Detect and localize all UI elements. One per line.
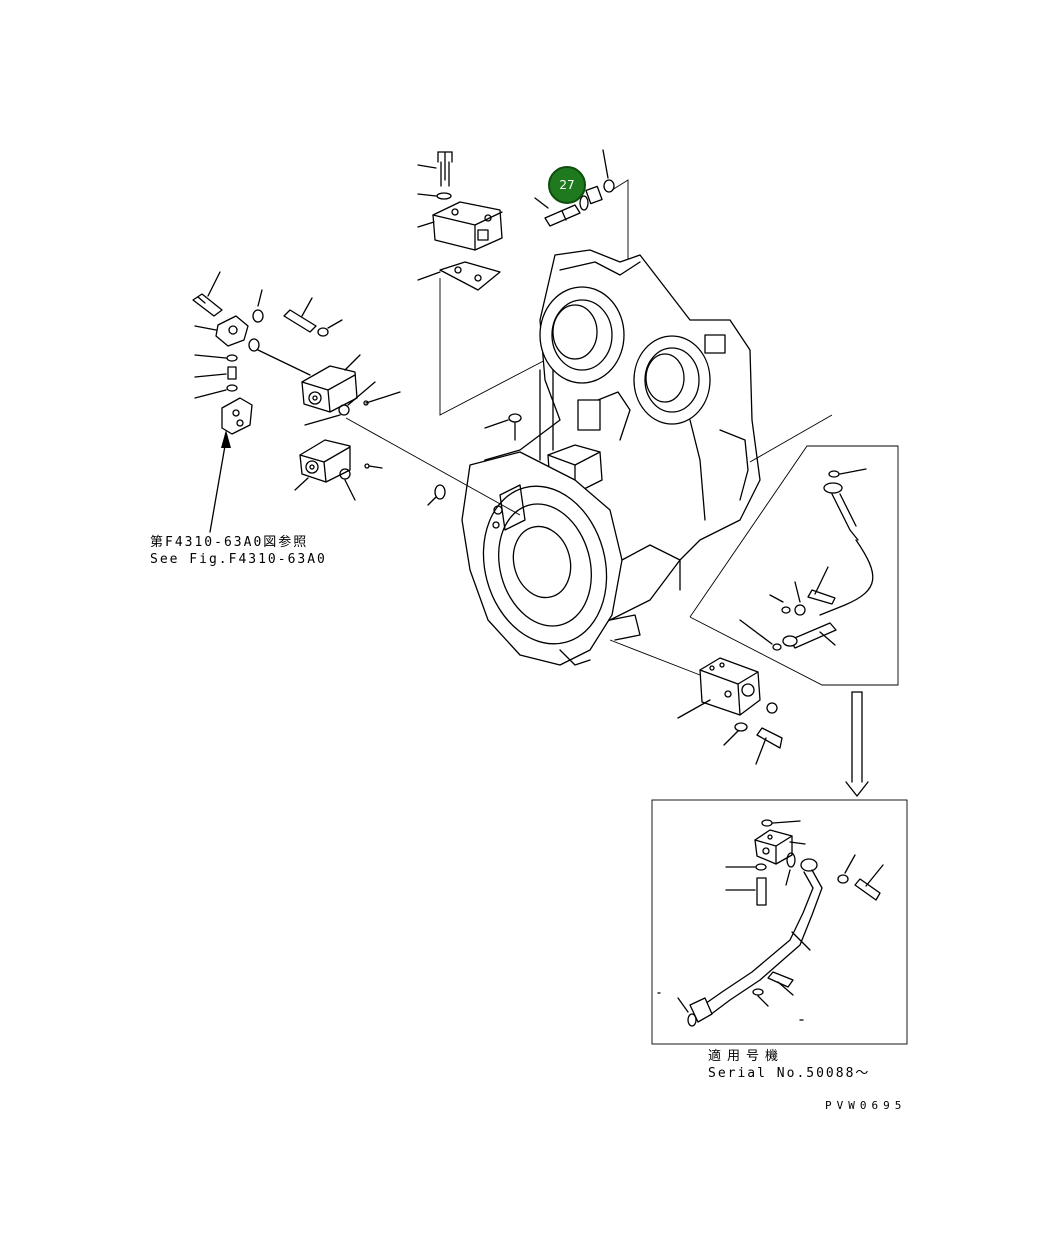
left-parts-cluster — [192, 271, 521, 533]
serial-label-jp: 適用号機 — [708, 1049, 785, 1064]
serial-label-en: Serial No.50088～ — [708, 1066, 871, 1081]
pipe-assembly-upper — [609, 414, 899, 686]
lower-valve-block — [677, 657, 783, 765]
drawing-code: PVW0695 — [825, 1099, 907, 1112]
transition-arrow — [845, 691, 869, 797]
inset-variant-box — [651, 799, 908, 1045]
ref-note-en[interactable]: See Fig.F4310-63A0 — [150, 552, 327, 567]
ref-note-jp: 第F4310-63A0図参照 — [150, 535, 309, 550]
top-bolt-stack — [417, 151, 556, 416]
callout-27-badge[interactable]: 27 — [548, 166, 586, 204]
